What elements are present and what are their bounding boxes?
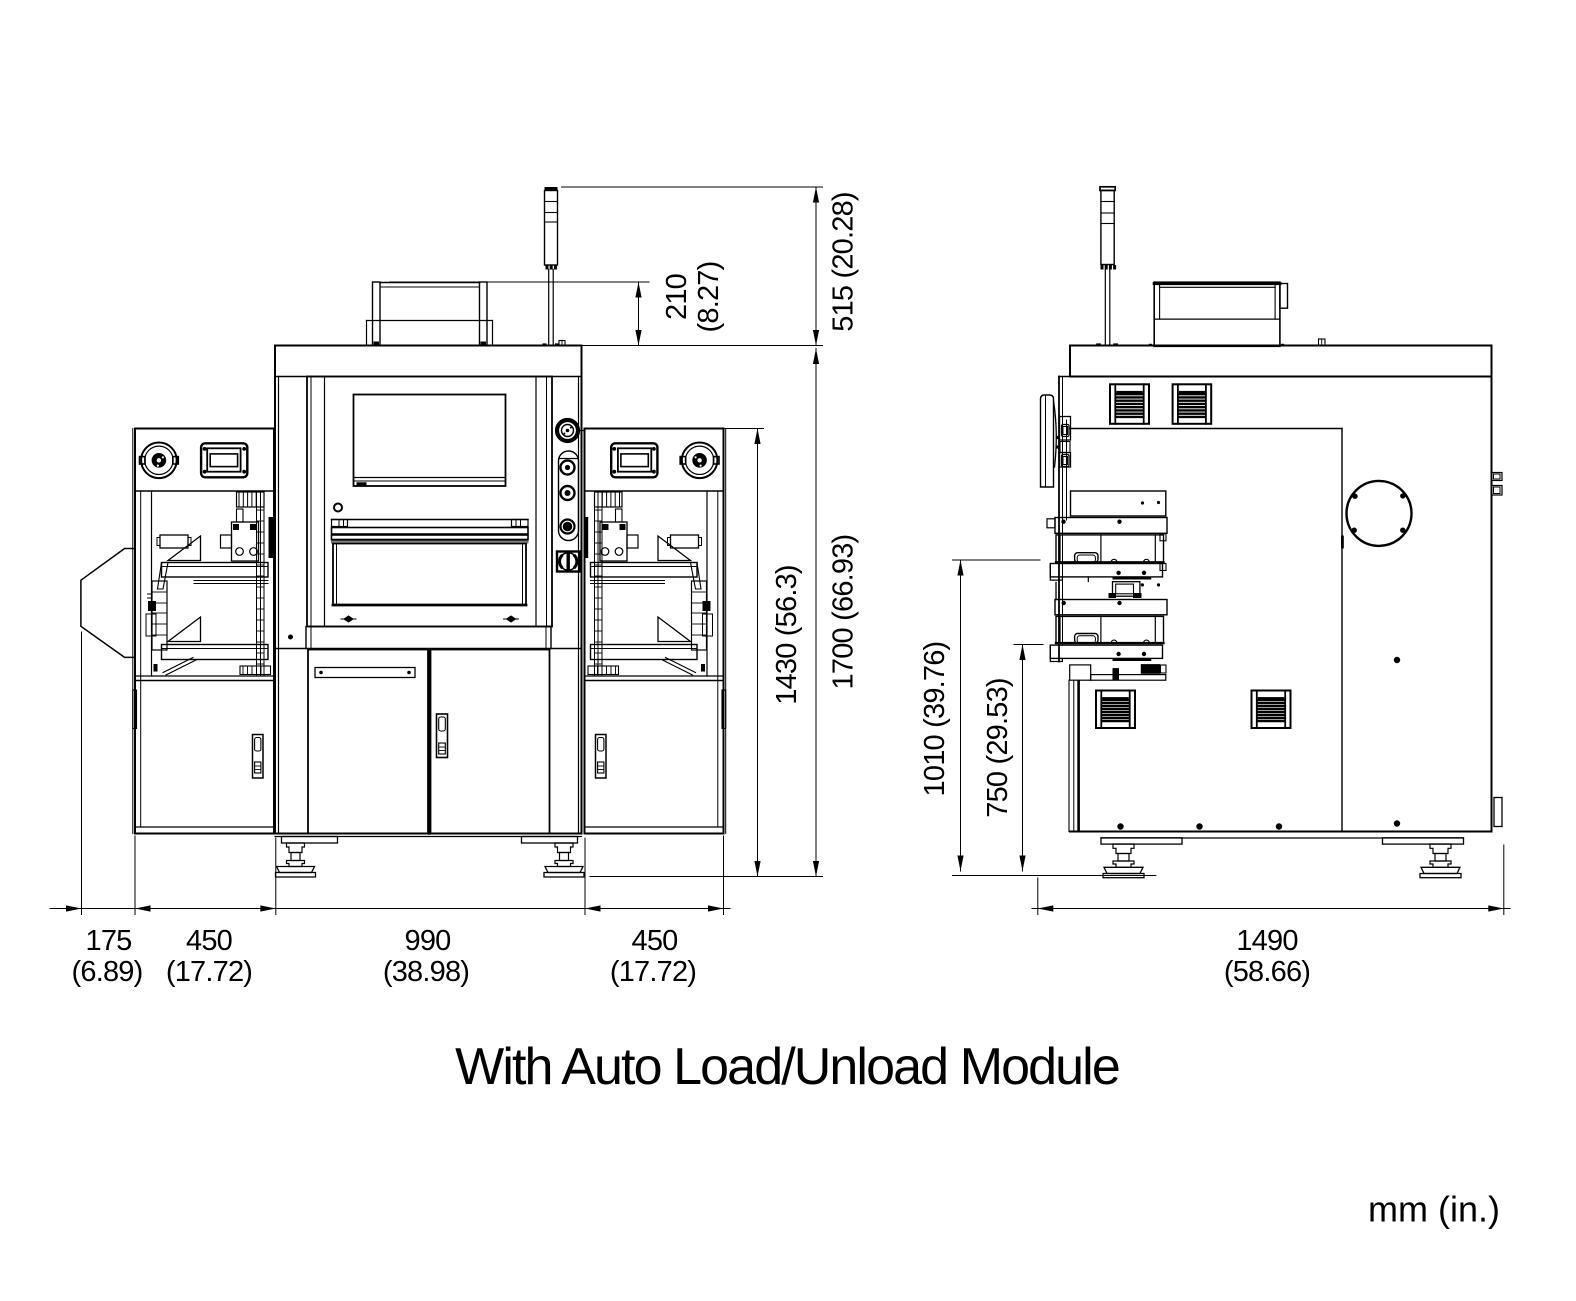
svg-text:With Auto Load/Unload Module: With Auto Load/Unload Module bbox=[455, 1038, 1119, 1096]
svg-text:1430 (56.3): 1430 (56.3) bbox=[771, 565, 803, 705]
svg-text:750 (29.53): 750 (29.53) bbox=[982, 678, 1014, 818]
svg-text:175: 175 bbox=[86, 925, 132, 957]
svg-text:(17.72): (17.72) bbox=[610, 956, 696, 988]
svg-text:450: 450 bbox=[186, 925, 232, 957]
svg-text:1490: 1490 bbox=[1236, 925, 1297, 957]
svg-text:(8.27): (8.27) bbox=[693, 262, 725, 333]
svg-text:450: 450 bbox=[632, 925, 678, 957]
svg-text:(17.72): (17.72) bbox=[166, 956, 252, 988]
svg-text:210: 210 bbox=[661, 274, 693, 320]
svg-text:(38.98): (38.98) bbox=[383, 956, 469, 988]
svg-text:(58.66): (58.66) bbox=[1224, 956, 1310, 988]
svg-text:(6.89): (6.89) bbox=[72, 956, 143, 988]
svg-text:515 (20.28): 515 (20.28) bbox=[828, 192, 860, 332]
svg-text:mm (in.): mm (in.) bbox=[1368, 1189, 1500, 1230]
svg-text:1010 (39.76): 1010 (39.76) bbox=[919, 642, 951, 797]
svg-text:1700 (66.93): 1700 (66.93) bbox=[828, 535, 860, 690]
svg-text:990: 990 bbox=[405, 925, 451, 957]
